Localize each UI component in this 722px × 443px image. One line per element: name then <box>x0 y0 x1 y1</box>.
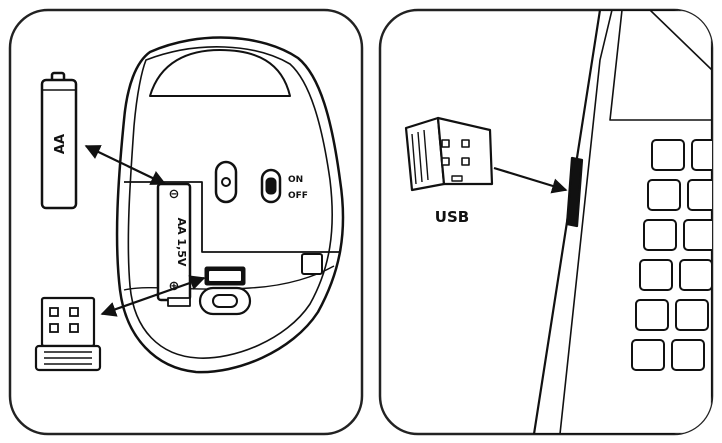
key <box>671 339 705 371</box>
receiver-hole-4 <box>69 323 79 333</box>
dongle-hole-4 <box>441 157 450 166</box>
receiver-plug <box>40 296 96 348</box>
optical-sensor-inner <box>212 294 238 308</box>
receiver-arrow <box>100 275 206 317</box>
dpi-button-dot <box>221 177 231 187</box>
receiver-slot-inner <box>209 271 241 281</box>
mouse-underside <box>115 36 345 374</box>
battery-body <box>40 78 78 210</box>
battery-arrow <box>84 145 167 185</box>
compartment-label: AA 1,5V <box>175 218 188 267</box>
laptop-top-surface <box>609 10 712 121</box>
dongle-hole-2 <box>461 157 470 166</box>
receiver-slot-cover <box>167 297 191 307</box>
rear-glide-pad <box>149 49 291 97</box>
dongle-hole-1 <box>461 139 470 148</box>
usb-receiver-right <box>404 116 494 192</box>
key <box>631 339 665 371</box>
receiver-hole-3 <box>49 323 59 333</box>
keyboard <box>631 139 712 371</box>
usb-receiver-left <box>34 296 102 372</box>
key <box>643 219 677 251</box>
power-switch-knob <box>265 177 277 195</box>
dongle-grip-2 <box>417 131 423 183</box>
receiver-hole-1 <box>49 307 59 317</box>
key <box>635 299 669 331</box>
laptop <box>532 10 712 434</box>
switch-on-label: ON <box>288 175 303 185</box>
key <box>651 139 685 171</box>
dongle-hole-3 <box>441 139 450 148</box>
key <box>683 219 712 251</box>
laptop-edge-inner <box>559 10 613 434</box>
dongle-plug <box>436 116 494 186</box>
left-panel: ⊖ ⊕ AA 1,5V ON OFF AA <box>8 8 364 436</box>
usb-label: USB <box>435 208 469 226</box>
key <box>647 179 681 211</box>
small-foot-pad <box>301 253 323 275</box>
laptop-usb-port <box>565 156 584 228</box>
key <box>691 139 712 171</box>
receiver-hole-2 <box>69 307 79 317</box>
switch-off-label: OFF <box>288 191 308 201</box>
right-panel: USB <box>378 8 714 436</box>
key <box>679 259 712 291</box>
insert-arrow <box>493 166 568 194</box>
dongle-grip-1 <box>411 133 417 185</box>
aa-battery <box>40 71 78 210</box>
dongle-grip-3 <box>423 129 429 181</box>
minus-symbol: ⊖ <box>169 187 180 202</box>
dongle-slot <box>451 175 463 182</box>
battery-label: AA <box>53 134 68 154</box>
key <box>639 259 673 291</box>
laptop-hinge <box>649 10 712 71</box>
key <box>675 299 709 331</box>
key <box>687 179 712 211</box>
